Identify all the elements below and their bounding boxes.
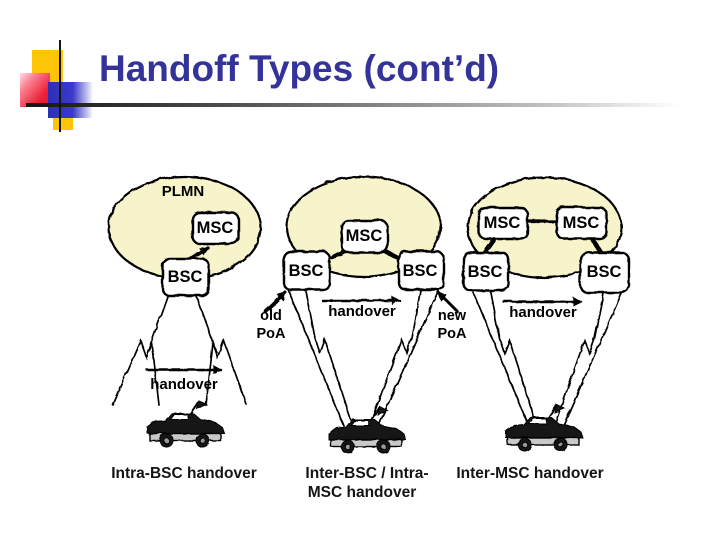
caption-inter-bsc-line1: Inter-BSC / Intra- bbox=[305, 465, 428, 482]
antenna-tower bbox=[304, 289, 353, 426]
bsc-label: BSC bbox=[289, 262, 324, 280]
new-poa-label: PoA bbox=[438, 326, 468, 342]
msc-box bbox=[339, 218, 389, 254]
new-poa-arrow bbox=[436, 290, 459, 313]
msc-bsc-link bbox=[480, 236, 496, 256]
handover-label: handover bbox=[509, 304, 577, 321]
msc-label: MSC bbox=[484, 214, 521, 232]
bsc-box bbox=[281, 249, 331, 291]
decoration-vertical-line bbox=[59, 40, 61, 132]
slide-title: Handoff Types (cont’d) bbox=[99, 48, 500, 89]
msc-label: MSC bbox=[346, 227, 383, 245]
decoration-yellow-tab bbox=[53, 118, 73, 130]
bsc-label: BSC bbox=[468, 263, 503, 281]
bsc-box bbox=[396, 249, 445, 291]
title-divider-line bbox=[26, 103, 702, 107]
bsc-label: BSC bbox=[587, 263, 622, 281]
plmn-label: PLMN bbox=[162, 183, 205, 200]
handover-label: handover bbox=[150, 376, 218, 393]
old-poa-arrow bbox=[263, 290, 287, 313]
antenna-tower bbox=[489, 291, 537, 426]
bsc-box bbox=[461, 250, 510, 292]
msc-box bbox=[476, 205, 529, 240]
antenna-tower bbox=[553, 292, 604, 426]
antenna-tower bbox=[111, 337, 159, 405]
bsc-to-msc-arrow bbox=[188, 245, 209, 260]
antenna-tower bbox=[204, 337, 247, 405]
caption-intra-bsc: Intra-BSC handover bbox=[111, 465, 257, 482]
bsc-box bbox=[160, 256, 210, 297]
caption-inter-bsc-line2: MSC handover bbox=[308, 484, 417, 501]
radio-link-line bbox=[562, 292, 622, 426]
old-poa-label: old bbox=[260, 308, 282, 324]
caption-inter-msc: Inter-MSC handover bbox=[456, 465, 603, 482]
handover-label: handover bbox=[328, 303, 396, 320]
bsc-label: BSC bbox=[168, 268, 203, 286]
bsc-label: BSC bbox=[403, 262, 438, 280]
radio-link-line bbox=[287, 289, 344, 426]
msc-box bbox=[554, 205, 608, 240]
new-poa-label: new bbox=[438, 308, 467, 324]
bsc-box bbox=[578, 250, 630, 294]
old-poa-label: PoA bbox=[257, 326, 287, 342]
plmn-cloud-3 bbox=[465, 175, 623, 279]
radio-link-line bbox=[472, 291, 529, 426]
decoration-red-square bbox=[20, 73, 50, 107]
antenna-tower bbox=[368, 289, 421, 426]
msc-bsc-link bbox=[589, 236, 604, 256]
radio-link-line bbox=[377, 289, 439, 426]
msc-box bbox=[190, 210, 240, 245]
msc-label: MSC bbox=[563, 214, 600, 232]
msc-label: MSC bbox=[197, 219, 234, 237]
decoration-blue-square bbox=[48, 82, 93, 118]
